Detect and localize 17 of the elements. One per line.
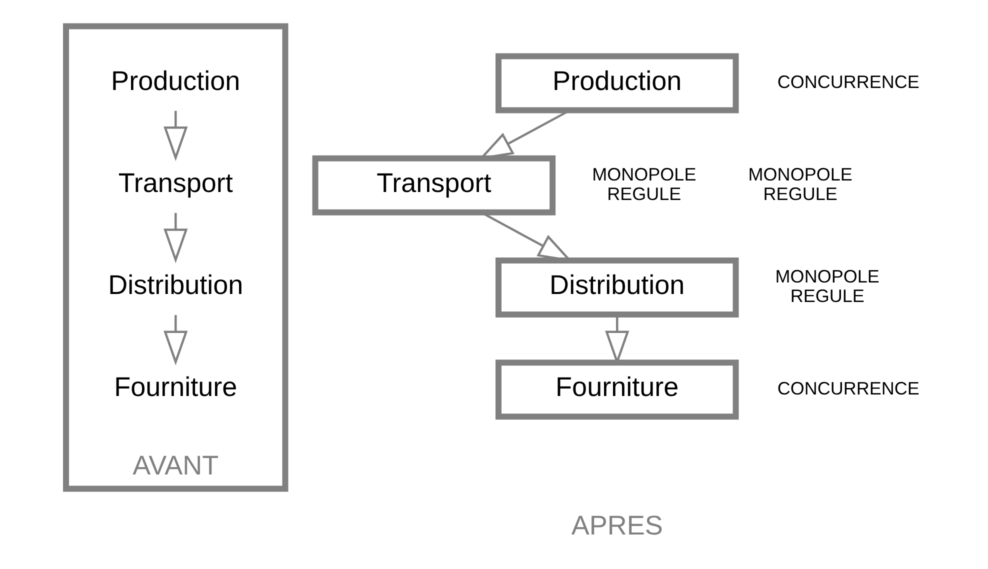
node-box: Production [496, 53, 739, 114]
node-label: MONOPOLE REGULE [592, 164, 696, 204]
node-text: Distribution [108, 270, 244, 300]
node-text: Transport [118, 168, 233, 198]
node-box: Fourniture [496, 360, 739, 420]
node-text: Fourniture [114, 372, 238, 402]
node-label: CONCURRENCE [777, 72, 920, 92]
node-label: MONOPOLE REGULE [775, 266, 880, 306]
node-label: CONCURRENCE [777, 378, 920, 398]
arrow [164, 110, 188, 162]
arrow [164, 315, 188, 366]
node-box: Distribution [496, 257, 739, 318]
node-box: Transport [312, 155, 556, 216]
label: APRES [571, 510, 663, 540]
node-text: Production [111, 66, 240, 96]
arrow [164, 212, 188, 264]
label: MONOPOLE REGULE [748, 164, 852, 204]
